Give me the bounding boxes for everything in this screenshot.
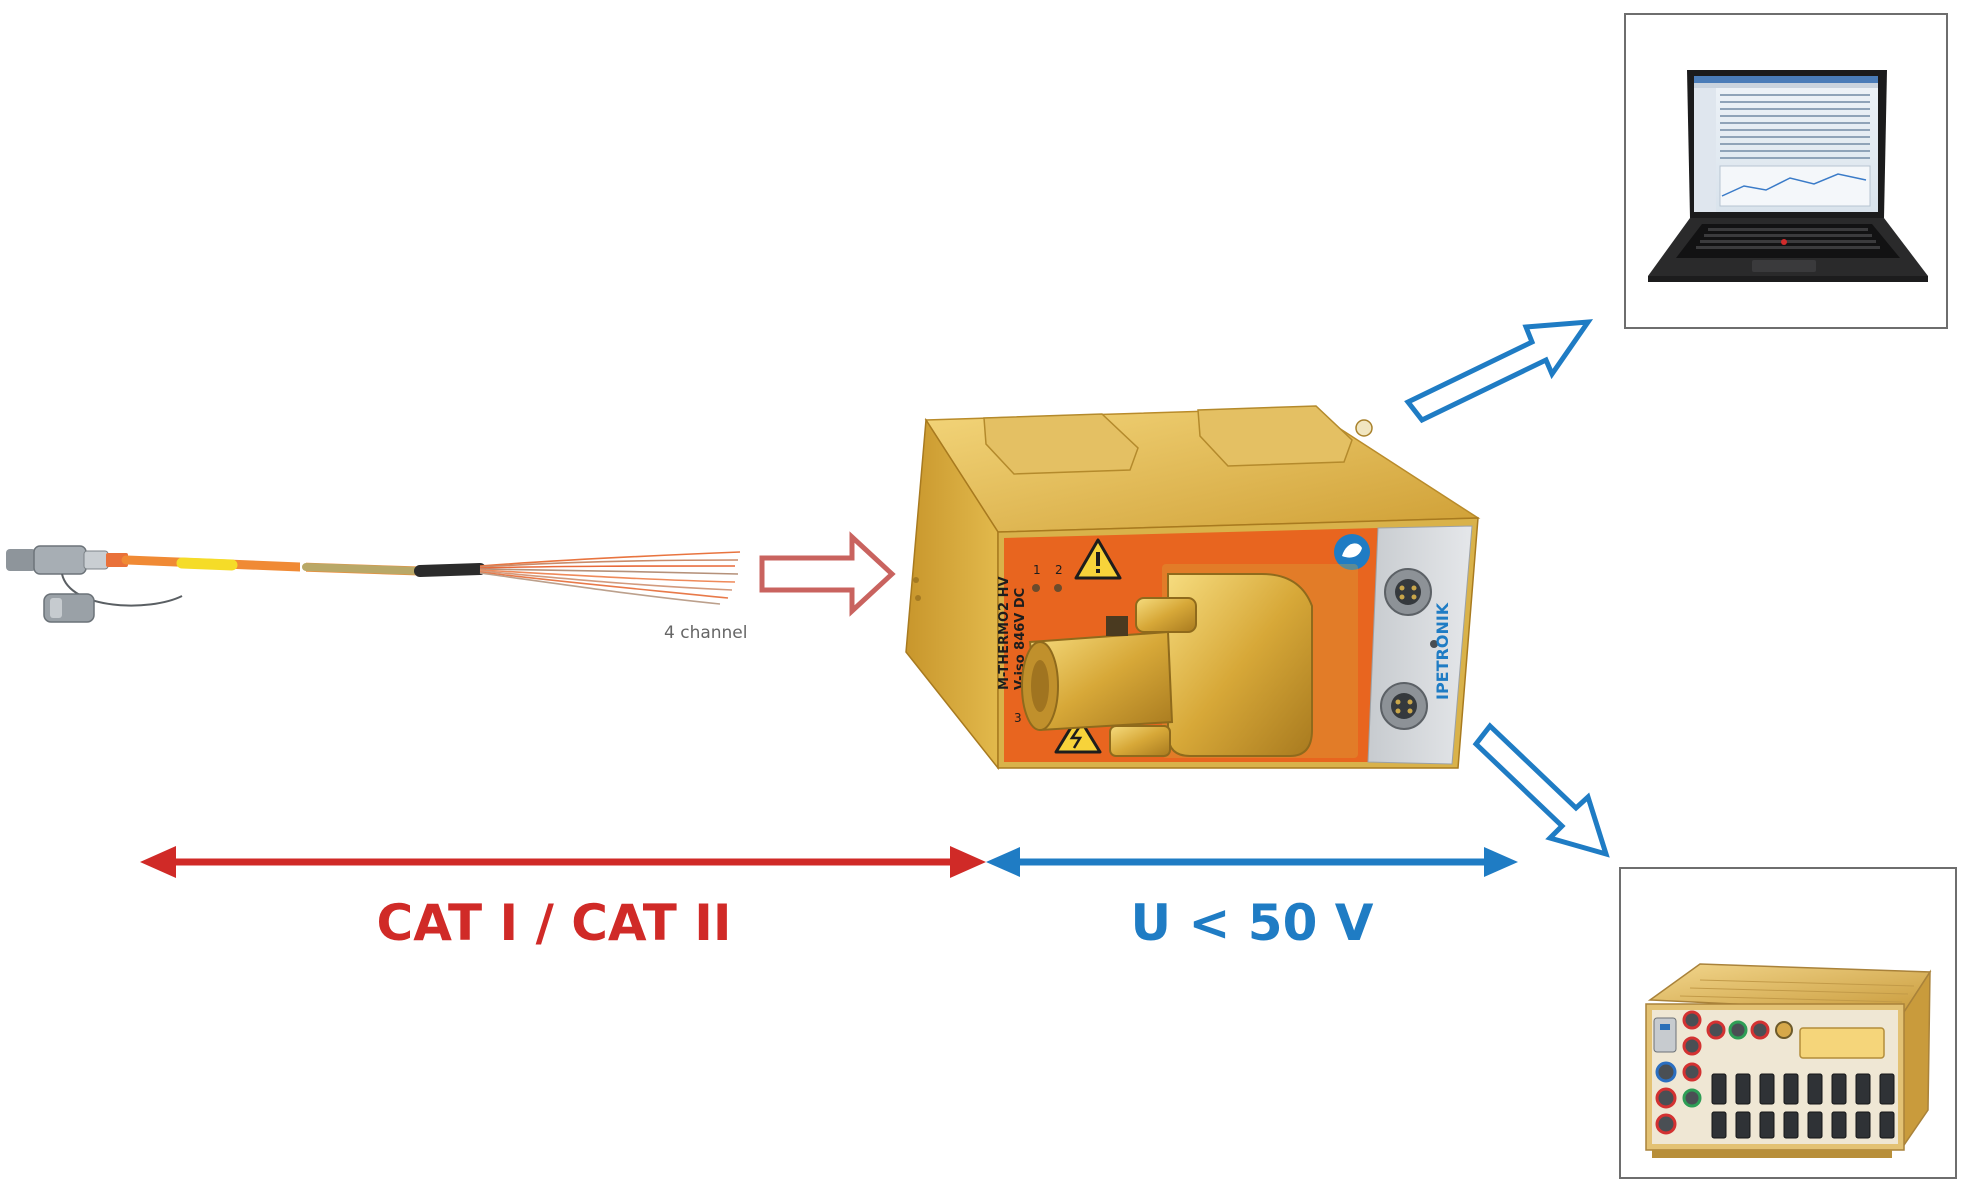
can-connector-icon xyxy=(1380,682,1428,730)
low-voltage-range: U < 50 V xyxy=(986,847,1518,952)
output-arrow-down-right-icon xyxy=(1472,722,1610,858)
m-thermo2-hv-module: IPETRONIK 1 2 3 4 M-THERMO2 HV xyxy=(905,405,1481,771)
input-arrow-icon xyxy=(759,531,896,617)
module-model-label: M-THERMO2 HV xyxy=(997,576,1012,690)
channel-led-icon xyxy=(1032,584,1040,592)
warning-triangle-icon xyxy=(1074,538,1122,580)
cable-plug-icon xyxy=(6,545,128,575)
channel-number: 1 xyxy=(1033,563,1041,577)
low-voltage-range-label: U < 50 V xyxy=(1131,894,1374,952)
output-arrow-up-right-icon xyxy=(1404,319,1594,424)
data-logger-frame xyxy=(1619,867,1957,1179)
thermocouple-cable: 4 channel xyxy=(6,545,748,643)
range-arrowhead-right-icon xyxy=(950,846,986,878)
laptop-icon xyxy=(1648,70,1928,282)
high-voltage-icon xyxy=(1054,714,1102,754)
range-arrowhead-left-icon xyxy=(140,846,176,878)
status-led-icon xyxy=(1430,640,1438,648)
hv-input-connector-icon xyxy=(1021,564,1358,758)
brand-badge-icon xyxy=(1334,534,1370,570)
range-arrowhead-right-icon xyxy=(1484,847,1518,877)
range-arrowhead-left-icon xyxy=(986,847,1020,877)
data-logger-icon xyxy=(1645,963,1932,1158)
pc-software-frame xyxy=(1624,13,1948,329)
sensor-connector-icon xyxy=(1384,568,1432,616)
cable-channel-label: 4 channel xyxy=(664,623,748,643)
thermocouple-wires xyxy=(479,551,741,605)
channel-led-icon xyxy=(1054,584,1062,592)
high-voltage-range: CAT I / CAT II xyxy=(140,846,986,952)
channel-number: 3 xyxy=(1014,711,1022,725)
module-lid-pads xyxy=(983,405,1373,475)
channel-number: 2 xyxy=(1055,563,1063,577)
high-voltage-range-label: CAT I / CAT II xyxy=(377,894,732,952)
brand-logo: IPETRONIK xyxy=(1433,602,1452,700)
plug-cap-icon xyxy=(43,573,183,623)
